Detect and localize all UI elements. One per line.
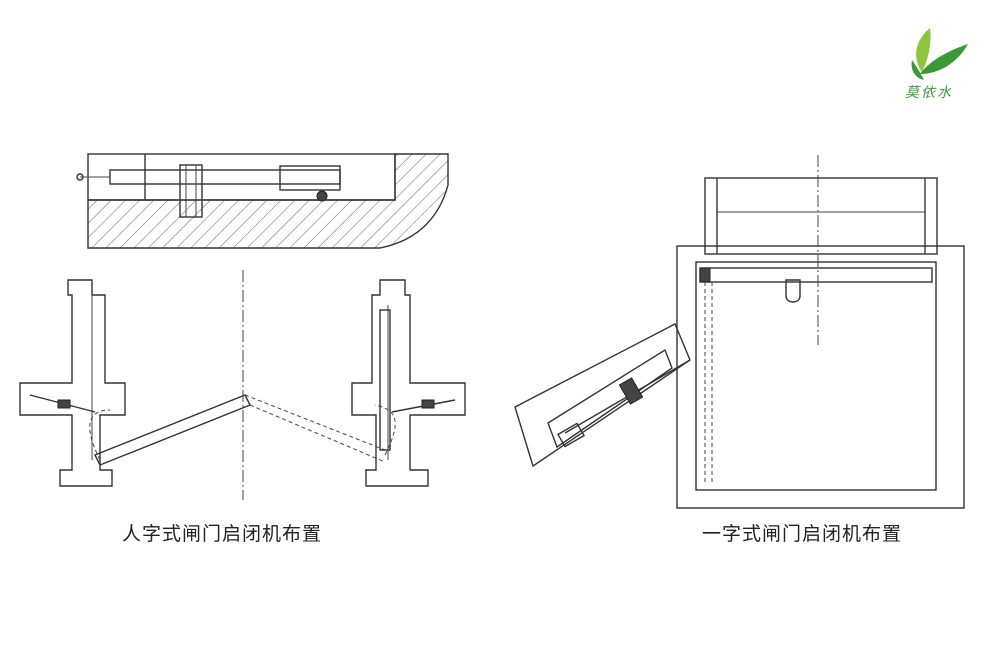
caption-single-leaf-gate: 一字式闸门启闭机布置 — [702, 523, 903, 545]
vertical-gate-layout — [514, 155, 965, 509]
logo-icon — [911, 28, 968, 80]
hoist-plan-section — [76, 153, 449, 249]
miter-gate-layout — [19, 270, 466, 500]
caption-miter-gate: 人字式闸门启闭机布置 — [122, 523, 323, 545]
logo-text: 莫依水 — [905, 85, 953, 101]
